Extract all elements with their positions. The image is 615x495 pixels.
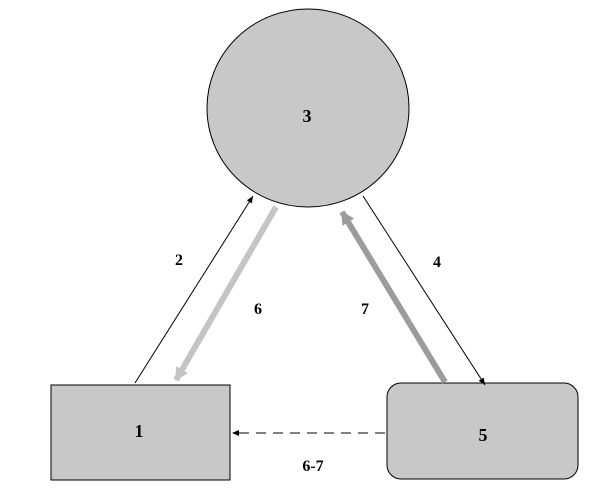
edge-4-label: 4 (433, 254, 441, 271)
edge-6-label: 6 (254, 301, 262, 318)
node-3-label: 3 (303, 106, 312, 126)
node-3-shape (206, 8, 410, 208)
node-5-label: 5 (479, 425, 488, 445)
edge-4-arrow (362, 195, 486, 386)
edge-6-7-label: 6-7 (302, 458, 323, 475)
edge-7-arrow (339, 210, 448, 384)
edge-2-label: 2 (175, 252, 183, 269)
node-1-shape (50, 384, 231, 481)
node-5: 5 (386, 382, 579, 480)
node-1: 1 (50, 384, 231, 481)
node-3: 3 (206, 8, 410, 208)
edge-2-arrow (134, 195, 254, 384)
edge-6-arrow (173, 205, 279, 382)
node-1-label: 1 (135, 421, 144, 441)
edge-7-label: 7 (361, 301, 369, 318)
